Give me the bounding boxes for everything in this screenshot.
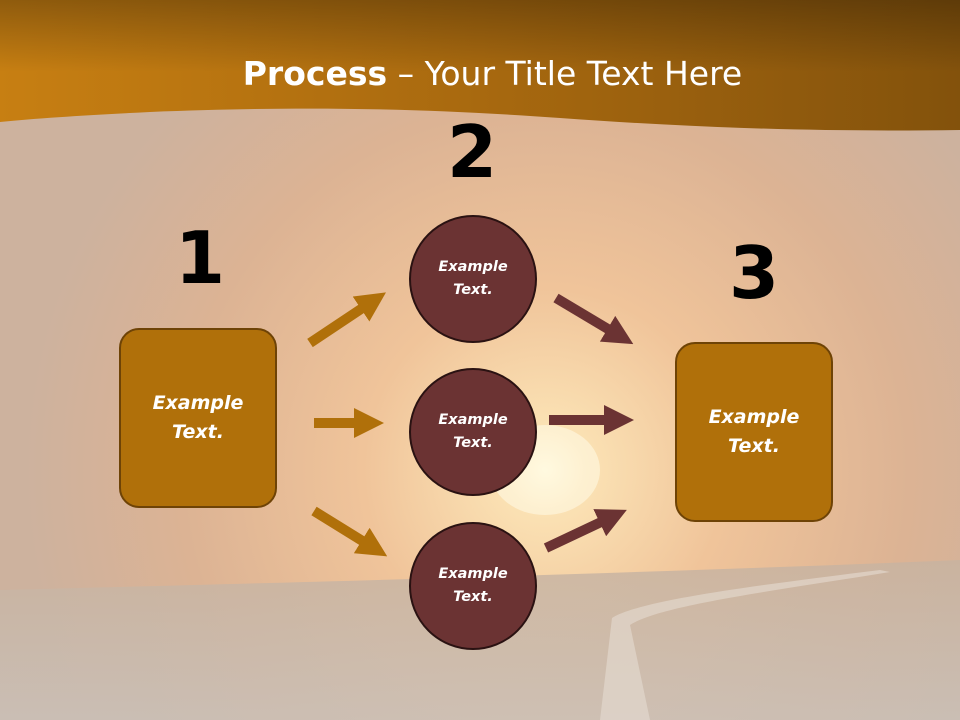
circle-top-line-2: Text.	[453, 282, 493, 298]
step-1-box: Example Text.	[119, 328, 277, 508]
title-bold: Process	[242, 54, 388, 93]
page-title: Process – Your Title Text Here	[0, 52, 960, 96]
circle-top-line-1: Example	[438, 259, 508, 275]
circle-bottom-line-1: Example	[438, 566, 508, 582]
step-3-line-2: Text.	[728, 435, 780, 457]
title-rest: – Your Title Text Here	[387, 54, 743, 93]
step-2-circle-middle: Example Text.	[409, 368, 537, 496]
step-2-circle-top: Example Text.	[409, 215, 537, 343]
step-number-1: 1	[174, 216, 226, 300]
arrow-bottom-to-right	[543, 509, 627, 553]
circle-middle-line-2: Text.	[453, 435, 493, 451]
step-1-line-1: Example	[152, 392, 244, 414]
step-number-2: 2	[446, 110, 498, 194]
step-3-line-1: Example	[708, 406, 800, 428]
circle-middle-line-1: Example	[438, 412, 508, 428]
arrow-left-to-top	[307, 292, 386, 348]
arrow-top-to-right	[553, 293, 634, 345]
step-2-circle-bottom: Example Text.	[409, 522, 537, 650]
step-1-line-2: Text.	[172, 421, 224, 443]
arrow-left-to-bottom	[311, 506, 388, 557]
circle-bottom-line-2: Text.	[453, 589, 493, 605]
step-number-3: 3	[728, 231, 780, 315]
step-3-box: Example Text.	[675, 342, 833, 522]
